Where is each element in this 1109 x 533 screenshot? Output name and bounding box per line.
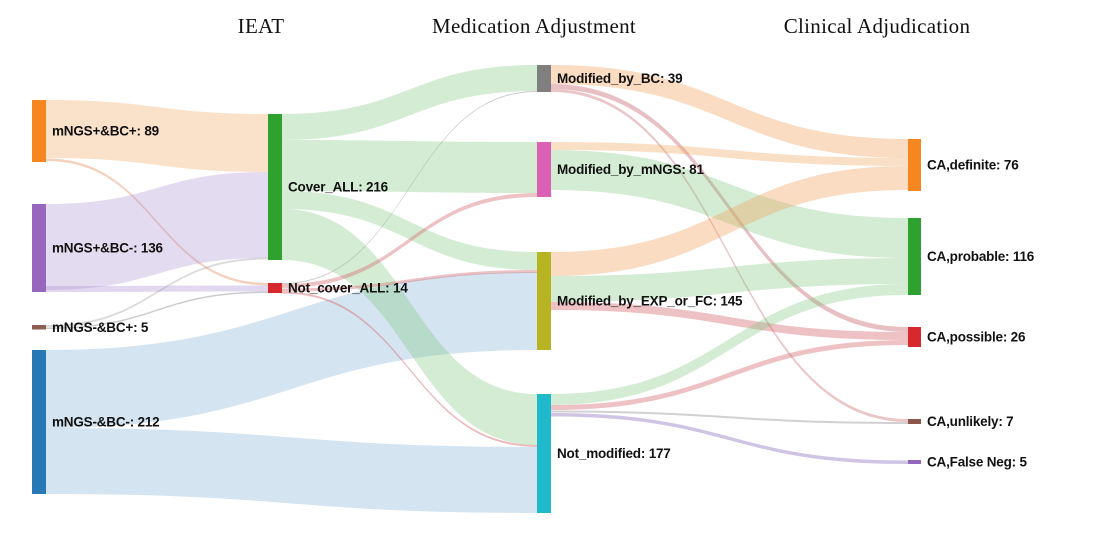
node-ca_unlikely <box>908 419 921 424</box>
node-mngs_neg_bc_pos <box>32 325 46 330</box>
link-mod_mngs-ca_probable <box>551 150 908 258</box>
node-mngs_neg_bc_neg <box>32 350 46 494</box>
link-mngs_neg_bc_neg-mod_exp_fc <box>46 272 537 428</box>
node-label-mod_mngs: Modified_by_mNGS: 81 <box>557 162 704 177</box>
link-mod_exp_fc-ca_possible <box>551 302 908 340</box>
node-mngs_pos_bc_pos <box>32 100 46 162</box>
node-label-mngs_pos_bc_neg: mNGS+&BC-: 136 <box>52 241 164 256</box>
node-label-ca_false_neg: CA,False Neg: 5 <box>927 455 1027 470</box>
link-mod_exp_fc-ca_probable <box>551 258 908 302</box>
node-ca_false_neg <box>908 460 921 464</box>
node-mod_mngs <box>537 142 551 197</box>
link-not_modified-ca_possible <box>551 340 908 410</box>
node-label-ca_possible: CA,possible: 26 <box>927 330 1026 345</box>
node-label-mod_bc: Modified_by_BC: 39 <box>557 71 682 86</box>
node-label-not_cover_all: Not_cover_ALL: 14 <box>288 281 408 296</box>
column-header-clinical-adjudication: Clinical Adjudication <box>783 14 971 38</box>
link-not_modified-ca_unlikely <box>551 410 908 424</box>
link-cover_all-mod_exp_fc <box>282 191 537 270</box>
link-not_cover_all-not_modified <box>282 291 537 447</box>
node-label-mod_exp_fc: Modified_by_EXP_or_FC: 145 <box>557 294 743 309</box>
link-mngs_neg_bc_pos-not_cover_all <box>46 291 268 329</box>
node-not_modified <box>537 394 551 513</box>
node-label-mngs_pos_bc_pos: mNGS+&BC+: 89 <box>52 124 159 139</box>
node-label-cover_all: Cover_ALL: 216 <box>288 180 389 195</box>
node-mod_exp_fc <box>537 252 551 350</box>
link-mngs_pos_bc_pos-not_cover_all <box>46 158 268 286</box>
node-label-mngs_neg_bc_neg: mNGS-&BC-: 212 <box>52 415 159 430</box>
node-label-ca_definite: CA,definite: 76 <box>927 158 1019 173</box>
column-header-ieat: IEAT <box>237 14 285 38</box>
node-not_cover_all <box>268 283 282 293</box>
link-not_cover_all-mod_exp_fc <box>282 270 537 292</box>
link-cover_all-not_modified <box>282 209 537 445</box>
link-not_cover_all-mod_bc <box>282 91 537 284</box>
link-cover_all-mod_bc <box>282 65 537 140</box>
link-mngs_pos_bc_neg-not_cover_all <box>46 285 268 292</box>
link-not_cover_all-mod_mngs <box>282 193 537 288</box>
node-mod_bc <box>537 65 551 92</box>
link-mngs_pos_bc_neg-cover_all <box>46 172 268 290</box>
link-mngs_neg_bc_pos-cover_all <box>46 257 268 327</box>
node-ca_possible <box>908 327 921 347</box>
node-mngs_pos_bc_neg <box>32 204 46 292</box>
node-ca_definite <box>908 139 921 191</box>
link-not_modified-ca_false_neg <box>551 413 908 464</box>
link-mod_mngs-ca_definite <box>551 142 908 166</box>
node-cover_all <box>268 114 282 260</box>
node-label-not_modified: Not_modified: 177 <box>557 446 671 461</box>
node-label-ca_probable: CA,probable: 116 <box>927 249 1035 264</box>
link-mngs_pos_bc_pos-cover_all <box>46 100 268 172</box>
link-mod_exp_fc-ca_definite <box>551 166 908 276</box>
link-mod_bc-ca_unlikely <box>551 89 908 422</box>
node-label-ca_unlikely: CA,unlikely: 7 <box>927 414 1013 429</box>
link-mod_bc-ca_definite <box>551 65 908 158</box>
link-not_modified-ca_probable <box>551 284 908 405</box>
column-header-medication-adjustment: Medication Adjustment <box>431 14 637 38</box>
node-label-mngs_neg_bc_pos: mNGS-&BC+: 5 <box>52 320 149 335</box>
link-cover_all-mod_mngs <box>282 140 537 193</box>
link-mngs_neg_bc_neg-not_modified <box>46 428 537 513</box>
node-ca_probable <box>908 218 921 295</box>
link-mod_bc-ca_possible <box>551 84 908 332</box>
